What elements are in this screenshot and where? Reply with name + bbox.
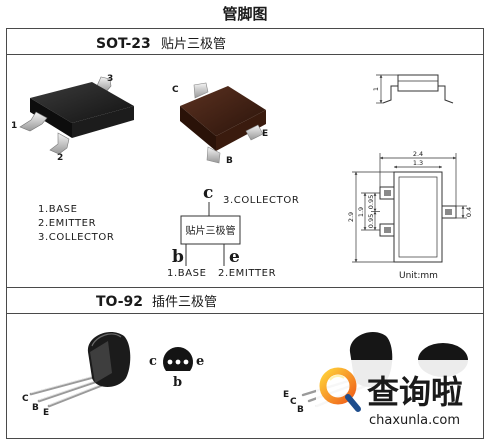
brown-package-body-top	[180, 86, 266, 136]
to92-bottom-view-pin-c	[167, 359, 173, 365]
to92-header-code: TO-92	[96, 294, 143, 310]
to92-bottom-view-body	[162, 347, 194, 371]
watermark-backdrop	[316, 360, 482, 432]
watermark-logo: 查询啦 chaxunla.com	[316, 360, 482, 432]
to92-pin-label-b: B	[32, 403, 39, 413]
schematic-letter-c: c	[203, 183, 213, 203]
schematic-box	[180, 215, 241, 245]
black-package-leg-1	[19, 111, 48, 132]
to92-bottom-view-label-e: e	[196, 354, 204, 369]
to92-second-pin-label-b: B	[297, 405, 304, 415]
sot23-side-view-drawing: 1	[372, 74, 454, 104]
to92-bottom-view-pin-e	[183, 359, 189, 365]
pin-list-item-collector: 3.COLLECTOR	[38, 232, 114, 243]
to92-package-3d: C B E	[22, 331, 131, 418]
top-view-outer-pitch-label: 1.9	[357, 207, 365, 217]
black-package-pin-label-1: 1	[11, 121, 17, 131]
to92-body-flat-face	[90, 341, 112, 383]
top-view-overall-width-label: 2.4	[413, 150, 423, 158]
watermark-domain: chaxunla.com	[369, 413, 460, 428]
to92-pin-label-c: C	[22, 394, 29, 404]
side-view-leg-left	[382, 85, 398, 104]
sot23-top-view-drawing: 2.4 1.3 2.9 1.9 0.95 0.95 0.4 Unit:mm	[347, 150, 473, 281]
to92-second-pin-label-c: C	[290, 397, 297, 407]
to92-header: TO-92 插件三极管	[96, 294, 217, 310]
top-view-pad-right	[441, 205, 457, 219]
brown-package-leg-b	[206, 146, 221, 164]
side-view-body	[397, 74, 439, 92]
to92-leg-c-highlight	[30, 374, 99, 394]
top-view-pad-left-upper-core	[384, 190, 391, 196]
to92-second-pin-label-e: E	[283, 390, 289, 400]
to92-bottom-view-label-c: c	[149, 354, 157, 369]
to92-leg-b	[37, 377, 106, 403]
schematic-label-base: 1.BASE	[167, 268, 207, 279]
sot23-header: SOT-23 贴片三极管	[96, 36, 226, 52]
schematic-label-emitter: 2.EMITTER	[218, 268, 276, 279]
brown-package-pin-label-c: C	[172, 85, 179, 95]
page-title: 管脚图	[222, 5, 267, 23]
to92-bottom-view-label-b: b	[173, 375, 182, 390]
schematic-box-label: 贴片三极管	[186, 224, 236, 237]
to92-leg-b-highlight	[38, 377, 105, 401]
top-view-body-width-label: 1.3	[413, 159, 423, 167]
top-view-pitch-upper-label: 0.95	[367, 195, 375, 209]
black-package-body-right-face	[72, 106, 134, 138]
brown-package-leg-c	[193, 82, 209, 99]
black-package-pin-label-3: 3	[107, 74, 113, 84]
watermark-search-ring-inner-icon	[329, 375, 345, 381]
schematic-label-collector: 3.COLLECTOR	[223, 195, 299, 206]
top-view-unit-label: Unit:mm	[399, 271, 438, 281]
to92-bottom-view-pin-b	[175, 359, 181, 365]
pin-list-item-base: 1.BASE	[38, 204, 78, 215]
top-view-pad-width-label: 0.4	[465, 207, 473, 217]
to92-body-rim-highlight	[91, 333, 122, 347]
watermark-brand: 查询啦	[367, 373, 463, 411]
side-view-height-label: 1	[372, 87, 380, 91]
sot23-pin-list: 1.BASE 2.EMITTER 3.COLLECTOR	[38, 204, 114, 243]
sot23-package-brown-3d: C E B	[172, 82, 268, 166]
top-view-pad-left-lower-core	[384, 227, 391, 233]
top-view-overall-length-label: 2.9	[347, 212, 355, 222]
sot23-schematic: 贴片三极管 c b e 3.COLLECTOR 1.BASE 2.EMITTER	[167, 183, 299, 279]
to92-leg-c	[29, 374, 100, 396]
watermark-search-tail-icon	[345, 394, 361, 412]
top-view-body	[393, 171, 443, 263]
sot23-header-name: 贴片三极管	[161, 37, 226, 52]
black-package-leg-2	[49, 132, 70, 155]
black-package-body-top	[30, 82, 134, 123]
brown-package-leg-e	[245, 124, 264, 141]
top-view-pitch-lower-label: 0.95	[367, 214, 375, 228]
sot23-header-code: SOT-23	[96, 36, 151, 52]
to92-pin-label-e: E	[43, 408, 49, 418]
side-view-leg-right	[438, 85, 454, 104]
to92-header-name: 插件三极管	[152, 295, 217, 310]
brown-package-pin-label-b: B	[226, 156, 233, 166]
sot23-package-black-3d: 1 2 3	[11, 74, 134, 163]
to92-bottom-view: c e b	[149, 347, 204, 390]
pin-list-item-emitter: 2.EMITTER	[38, 218, 96, 229]
to92-leg-e	[47, 380, 112, 408]
brown-package-pin-label-e: E	[262, 129, 268, 139]
brown-package-body-right-face	[216, 110, 266, 151]
outer-border	[6, 28, 484, 439]
black-package-pin-label-2: 2	[57, 153, 63, 163]
schematic-letter-e: e	[229, 247, 240, 267]
black-package-body-left-face	[30, 98, 72, 138]
schematic-letter-b: b	[172, 247, 184, 267]
top-view-body-inner	[398, 176, 438, 258]
watermark-search-ring-icon	[319, 367, 357, 405]
diagram-frame	[6, 28, 484, 439]
brown-package-body-left-face	[180, 106, 216, 151]
top-view-pad-right-core	[445, 209, 452, 215]
